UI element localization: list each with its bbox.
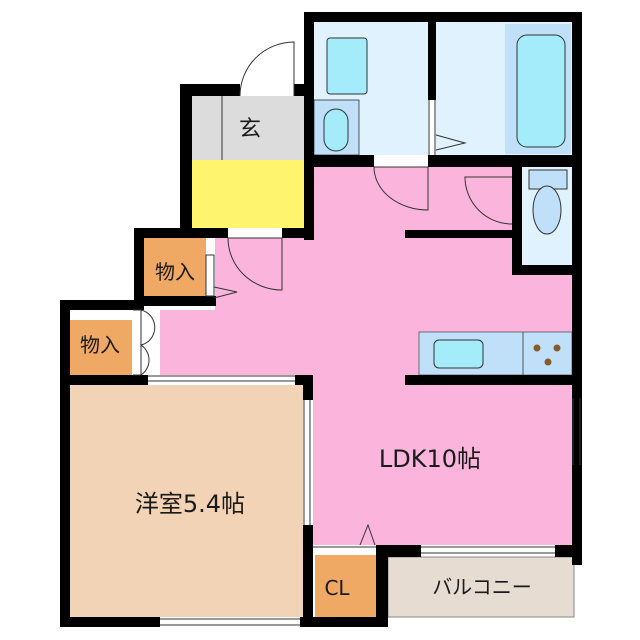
doors-windows: [133, 41, 581, 626]
storage2-area: [70, 320, 132, 375]
walls: [60, 12, 582, 627]
ldk-area: [160, 167, 572, 545]
washer: [323, 108, 349, 152]
balcony-window: [421, 546, 555, 554]
ldk-side-window: [572, 398, 581, 465]
western-room-area: [70, 385, 303, 617]
washroom-door: [373, 166, 429, 211]
label-genkan: 玄: [239, 117, 261, 142]
genkan-floor: [192, 96, 304, 160]
storage1-door: [205, 254, 238, 299]
stove-burners-icon: [533, 344, 561, 366]
label-western-room: 洋室5.4帖: [135, 490, 245, 518]
toilet-bowl: [532, 185, 562, 235]
western-room-side-door: [303, 400, 311, 525]
storage2-doors: [133, 309, 156, 376]
storage1-area: [144, 238, 206, 296]
bathtub: [516, 34, 566, 148]
closet-door-marker: [313, 523, 376, 548]
entry-door: [239, 41, 295, 97]
room-fills: [70, 22, 575, 618]
label-balcony: バルコニー: [432, 575, 532, 599]
sink: [433, 339, 484, 369]
label-ldk: LDK10帖: [379, 445, 481, 473]
closet-area: [315, 555, 376, 617]
balcony-area: [387, 556, 575, 618]
western-room-sliding-door: [148, 375, 295, 382]
western-room-window: [160, 618, 300, 626]
entry-floor: [192, 160, 304, 228]
bathroom-sliding-door: [428, 100, 467, 155]
toilet-door: [464, 176, 513, 225]
washbasin: [326, 37, 368, 95]
label-closet: CL: [324, 576, 350, 600]
label-storage2: 物入: [80, 333, 120, 357]
label-storage1: 物入: [155, 260, 195, 284]
genkan-inner-door: [227, 237, 283, 291]
